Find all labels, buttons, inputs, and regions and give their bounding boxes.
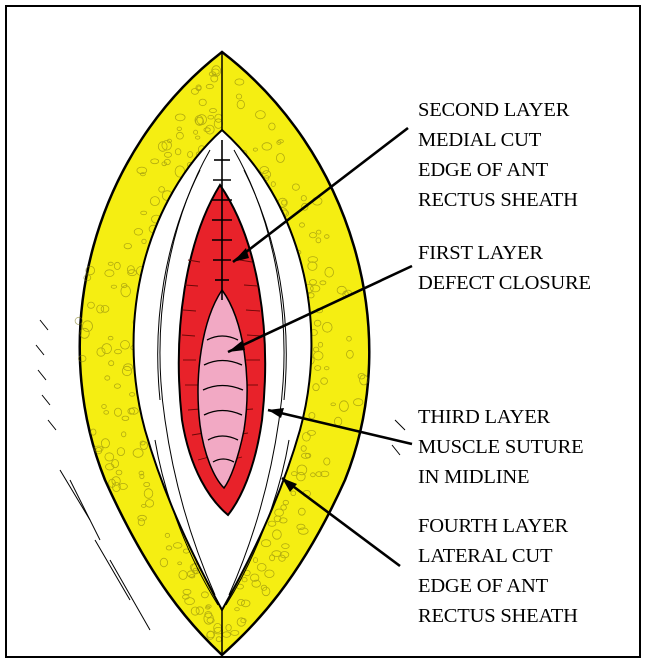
label-second-line-2: MEDIAL CUT xyxy=(418,125,578,155)
label-fourth-line-3: EDGE OF ANT xyxy=(418,571,578,601)
label-first-line-1: FIRST LAYER xyxy=(418,238,591,268)
label-second-line-4: RECTUS SHEATH xyxy=(418,185,578,215)
label-fourth-line-4: RECTUS SHEATH xyxy=(418,601,578,631)
label-fourth-line-1: FOURTH LAYER xyxy=(418,511,578,541)
label-third-line-3: IN MIDLINE xyxy=(418,462,583,492)
label-fourth-line-2: LATERAL CUT xyxy=(418,541,578,571)
label-third-layer: THIRD LAYER MUSCLE SUTURE IN MIDLINE xyxy=(418,402,583,492)
label-fourth-layer: FOURTH LAYER LATERAL CUT EDGE OF ANT REC… xyxy=(418,511,578,631)
label-second-layer: SECOND LAYER MEDIAL CUT EDGE OF ANT RECT… xyxy=(418,95,578,215)
label-third-line-2: MUSCLE SUTURE xyxy=(418,432,583,462)
label-second-line-1: SECOND LAYER xyxy=(418,95,578,125)
label-third-line-1: THIRD LAYER xyxy=(418,402,583,432)
label-second-line-3: EDGE OF ANT xyxy=(418,155,578,185)
label-first-layer: FIRST LAYER DEFECT CLOSURE xyxy=(418,238,591,298)
label-first-line-2: DEFECT CLOSURE xyxy=(418,268,591,298)
